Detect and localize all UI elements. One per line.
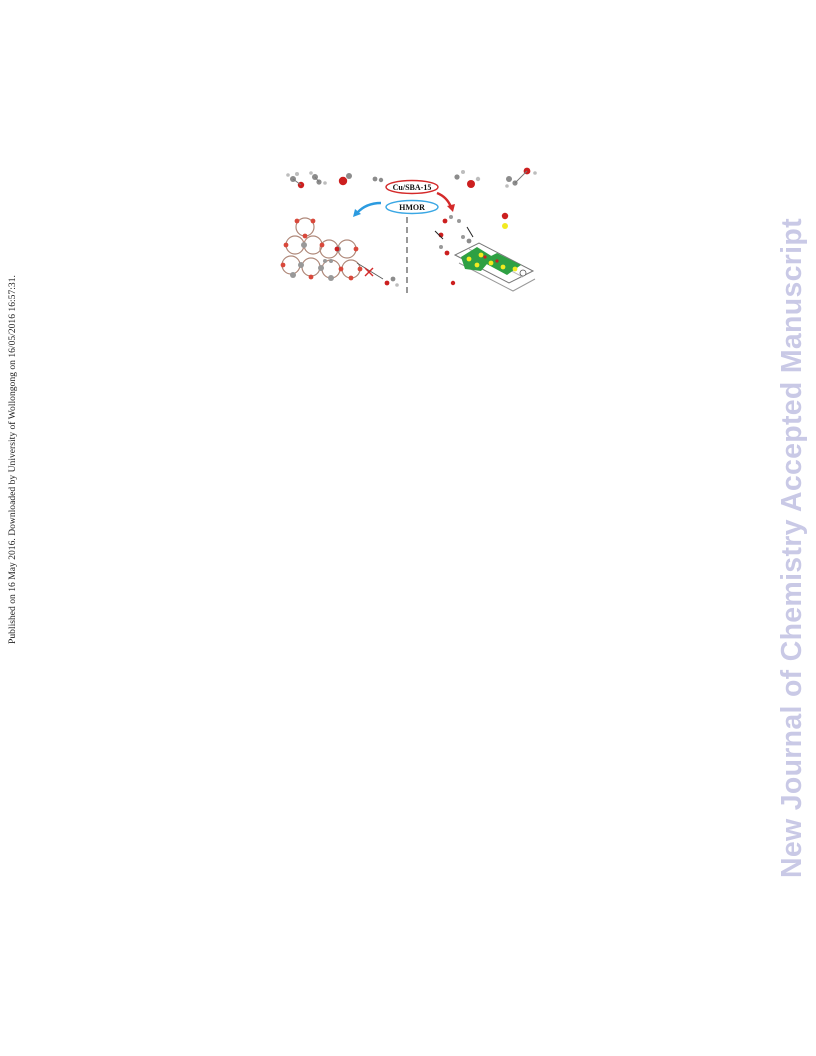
publication-note: Published on 16 May 2016. Downloaded by …	[7, 275, 18, 644]
framework-atoms	[280, 218, 363, 281]
adsorbed-molecule-left	[323, 246, 340, 263]
molecule-top-right-2	[505, 167, 537, 188]
adsorbed-molecules-right	[434, 215, 474, 286]
cu-sba15-label: Cu/SBA-15	[385, 179, 439, 195]
sba15-pore-channel	[453, 242, 536, 292]
journal-watermark: New Journal of Chemistry Accepted Manusc…	[776, 218, 808, 878]
graphical-abstract-figure: Cu/SBA-15 HMOR	[271, 165, 543, 297]
molecule-top-right-1	[454, 170, 481, 188]
blocked-pathway	[356, 262, 399, 287]
molecule-top-left-3	[338, 173, 384, 186]
molecule-top-left-2	[309, 171, 327, 185]
hmor-label: HMOR	[385, 199, 439, 215]
blue-arrowhead	[353, 209, 361, 217]
red-arrowhead	[447, 204, 455, 212]
red-arrow	[436, 191, 453, 208]
cu-sba15-text: Cu/SBA-15	[393, 183, 432, 192]
blue-arrow	[356, 201, 382, 214]
legend-dots	[501, 212, 509, 229]
reaction-scheme: Cu/SBA-15 HMOR	[280, 167, 537, 295]
hmor-text: HMOR	[399, 203, 425, 212]
molecule-top-left-1	[286, 172, 305, 189]
